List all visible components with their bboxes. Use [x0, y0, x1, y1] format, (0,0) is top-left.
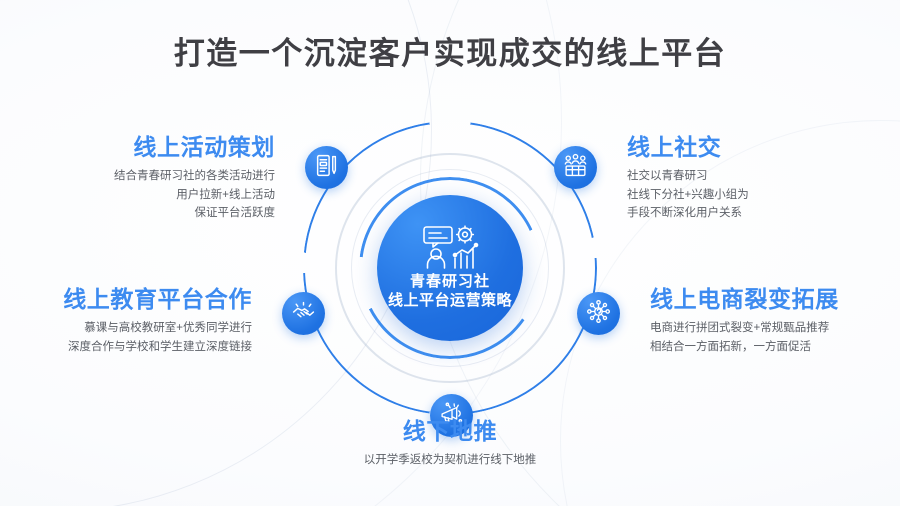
center-hub: 青春研习社 线上平台运营策略	[377, 195, 523, 341]
body-online-ecommerce-fission-expansion: 电商进行拼团式裂变+常规甄品推荐 相结合一方面拓新，一方面促活	[650, 322, 830, 353]
node-online-education-platform-cooperation[interactable]	[282, 292, 325, 335]
heading-online-education-platform-cooperation: 线上教育平台合作	[63, 286, 252, 312]
body-online-social: 社交以青春研习 社线下分社+兴趣小组为 手段不断深化用户关系	[627, 170, 749, 220]
heading-online-social: 线上社交	[627, 134, 722, 160]
text-block-online-activity-planning: 线上活动策划 结合青春研习社的各类活动进行 用户拉新+线上活动 保证平台活跃度	[0, 136, 275, 223]
page-title: 打造一个沉淀客户实现成交的线上平台	[173, 36, 727, 71]
text-block-online-social: 线上社交 社交以青春研习 社线下分社+兴趣小组为 手段不断深化用户关系	[627, 136, 900, 223]
inner-faint-ring	[351, 169, 549, 367]
text-block-offline-ground-promotion: 线下地推 以开学季返校为契机进行线下地推	[0, 420, 900, 470]
node-online-activity-planning[interactable]	[305, 146, 348, 189]
center-hub-line1: 青春研习社	[409, 272, 490, 290]
text-block-online-ecommerce-fission-expansion: 线上电商裂变拓展 电商进行拼团式裂变+常规甄品推荐 相结合一方面拓新，一方面促活	[650, 288, 900, 356]
body-offline-ground-promotion: 以开学季返校为契机进行线下地推	[363, 454, 537, 466]
middle-ring	[335, 153, 565, 383]
presentation-user-chart-gear-icon	[415, 224, 485, 270]
network-share-icon	[586, 299, 611, 329]
social-group-icon	[563, 153, 588, 183]
heading-online-activity-planning: 线上活动策划	[133, 134, 275, 160]
center-hub-line2: 线上平台运营策略	[387, 292, 512, 309]
heading-offline-ground-promotion: 线下地推	[402, 418, 498, 444]
clipboard-pen-icon	[314, 153, 339, 183]
node-offline-ground-promotion[interactable]	[430, 394, 473, 437]
body-online-activity-planning: 结合青春研习社的各类活动进行 用户拉新+线上活动 保证平台活跃度	[114, 170, 275, 220]
body-online-education-platform-cooperation: 慕课与高校教研室+优秀同学进行 深度合作与学校和学生建立深度链接	[68, 322, 252, 353]
node-online-social[interactable]	[554, 146, 597, 189]
handshake-icon	[291, 299, 316, 329]
heading-online-ecommerce-fission-expansion: 线上电商裂变拓展	[650, 286, 839, 312]
text-block-online-education-platform-cooperation: 线上教育平台合作 慕课与高校教研室+优秀同学进行 深度合作与学校和学生建立深度链…	[0, 288, 252, 356]
node-online-ecommerce-fission-expansion[interactable]	[577, 292, 620, 335]
inner-accent-arc	[359, 177, 541, 359]
megaphone-promotion-icon	[439, 401, 464, 431]
